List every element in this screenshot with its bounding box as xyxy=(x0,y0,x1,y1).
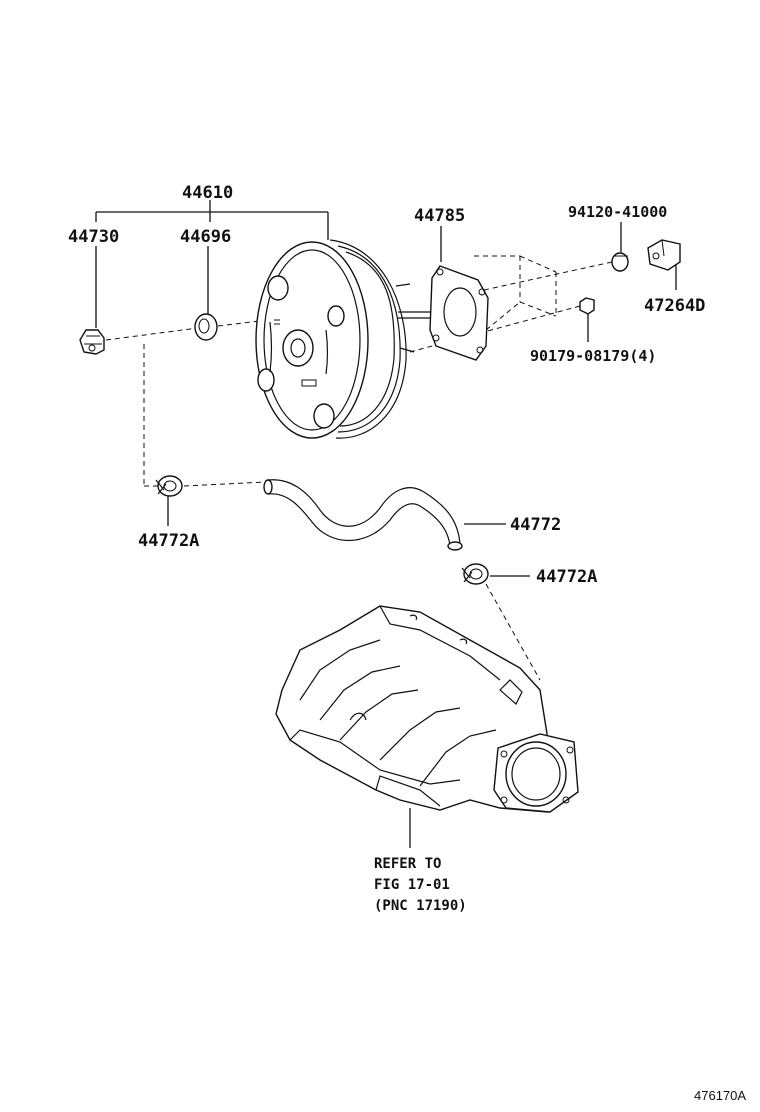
gasket-part xyxy=(429,265,489,361)
brake-booster-part xyxy=(255,239,430,439)
vacuum-hose-part xyxy=(263,479,463,551)
clevis-pin-part xyxy=(611,252,629,272)
label-94120-41000: 94120-41000 xyxy=(568,203,667,221)
nut-part xyxy=(579,297,595,315)
refer-line-1: REFER TO xyxy=(374,856,441,872)
label-44772a-left: 44772A xyxy=(138,531,199,551)
label-44772a-right: 44772A xyxy=(536,567,597,587)
intake-manifold-part xyxy=(275,605,579,813)
illustration-code: 476170A xyxy=(694,1088,746,1103)
grommet-part xyxy=(194,313,218,341)
label-44785: 44785 xyxy=(414,206,465,226)
hose-clamp-left-part xyxy=(155,475,183,497)
hose-clamp-right-part xyxy=(461,563,489,585)
clevis-part xyxy=(647,239,681,271)
label-47264d: 47264D xyxy=(644,296,705,316)
label-44610: 44610 xyxy=(182,183,233,203)
refer-line-2: FIG 17-01 xyxy=(374,877,450,893)
label-44696: 44696 xyxy=(180,227,231,247)
label-44772: 44772 xyxy=(510,515,561,535)
refer-line-3: (PNC 17190) xyxy=(374,898,467,914)
group-bracket-44610 xyxy=(95,200,329,240)
check-valve-part xyxy=(79,329,105,355)
label-44730: 44730 xyxy=(68,227,119,247)
label-90179-08179: 90179-08179(4) xyxy=(530,347,656,365)
